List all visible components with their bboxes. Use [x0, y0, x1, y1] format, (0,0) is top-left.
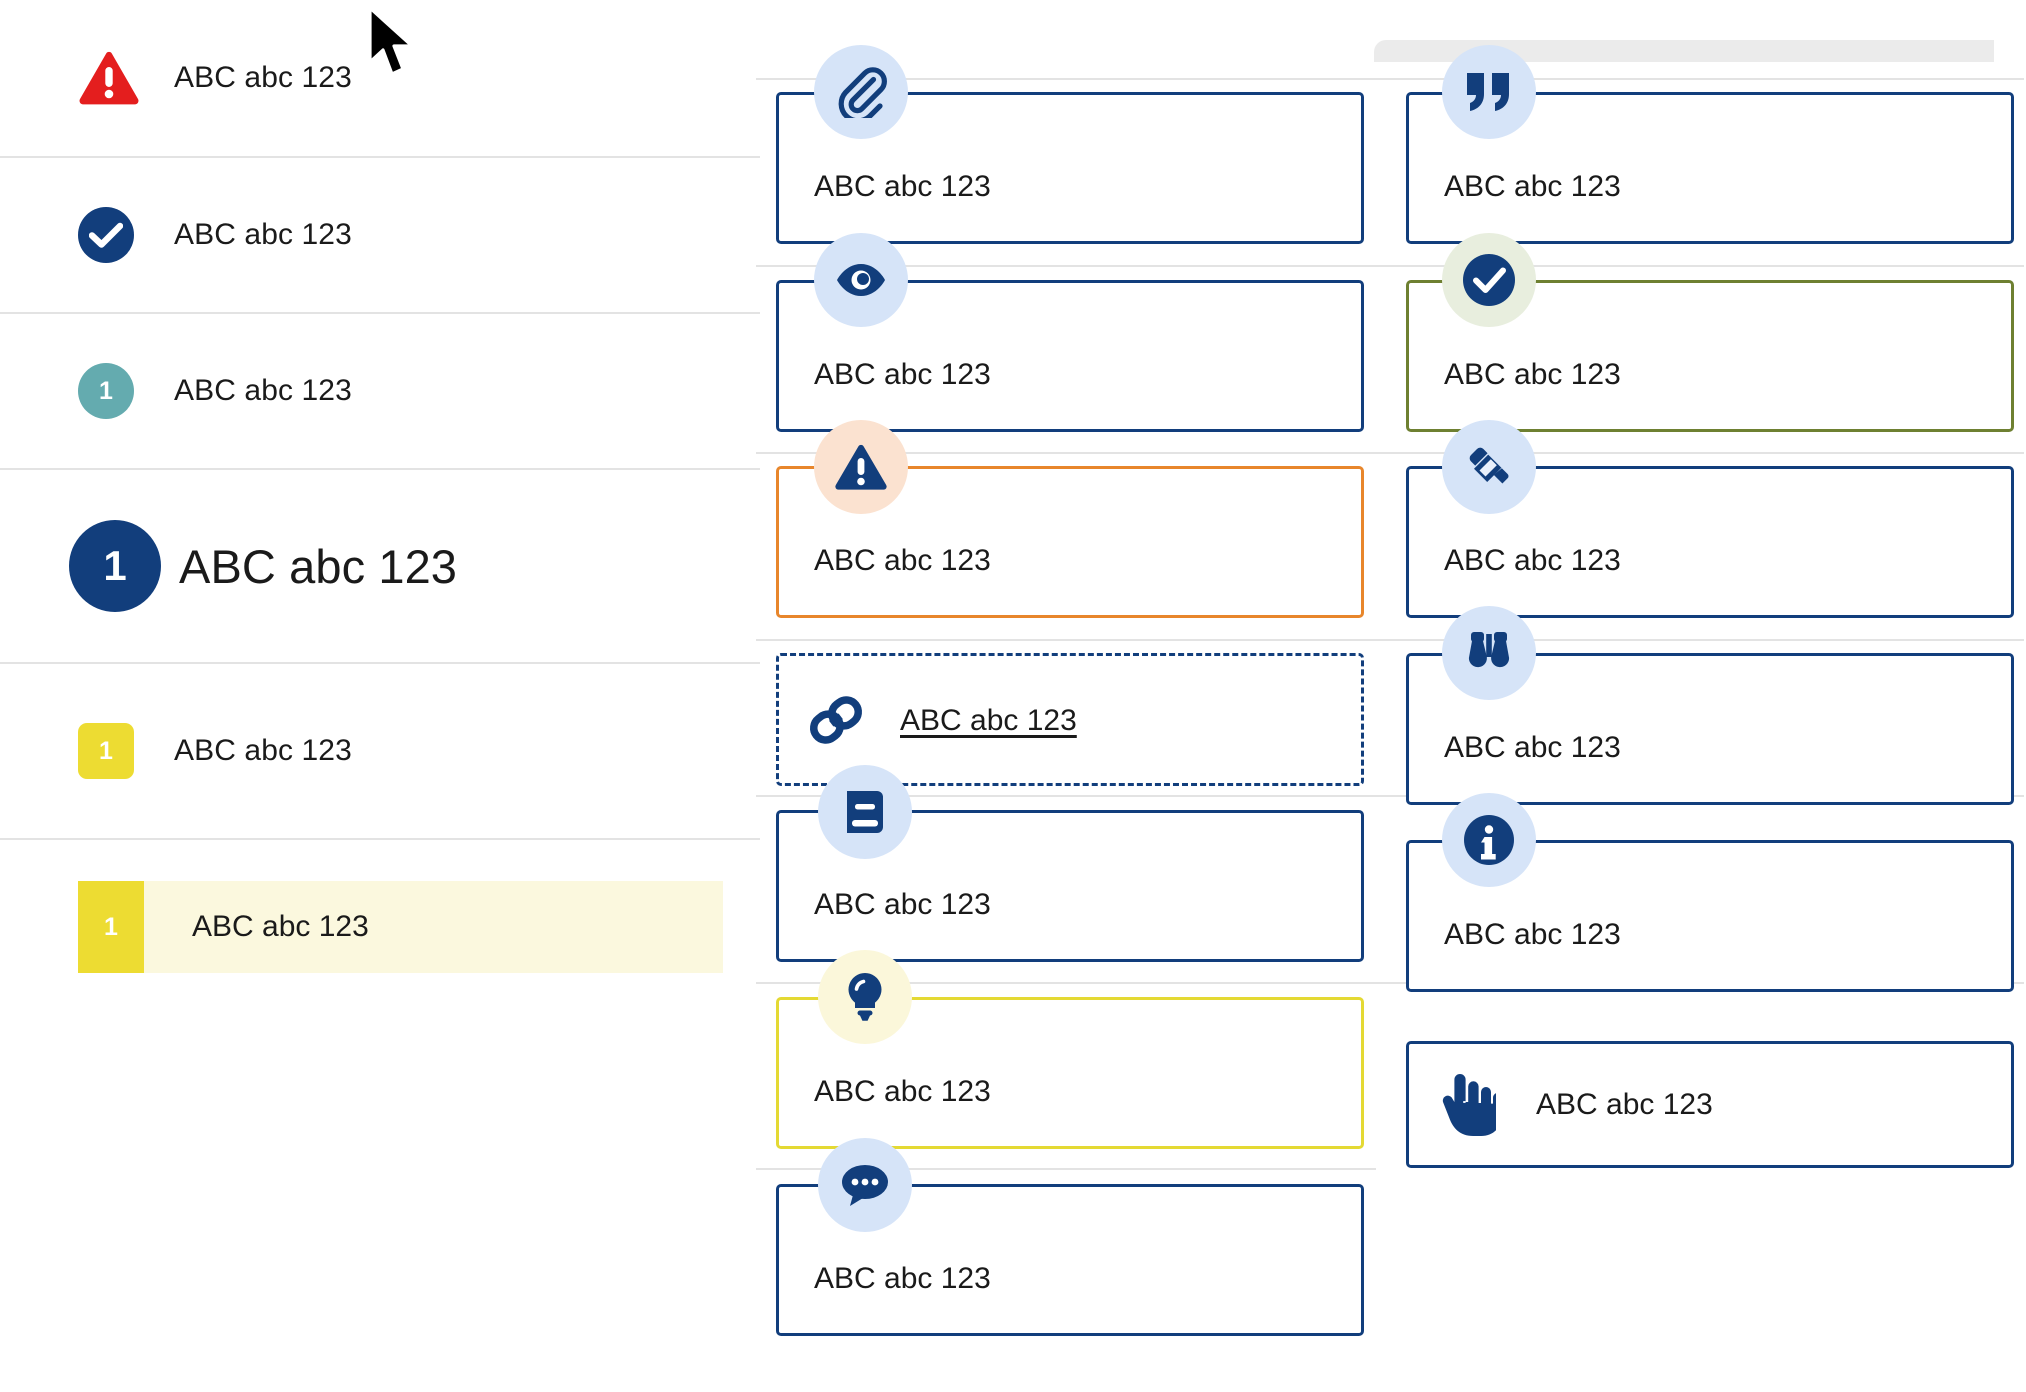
- sidebar-item-label: ABC abc 123: [174, 734, 352, 767]
- number-square-badge: 1: [78, 723, 134, 779]
- sidebar-item-step-primary[interactable]: 1 ABC abc 123: [0, 468, 760, 662]
- card-label: ABC abc 123: [1444, 358, 1621, 391]
- eye-icon: [837, 264, 885, 296]
- sidebar-badge-wrap: 1: [78, 363, 174, 419]
- card-link[interactable]: [776, 653, 1364, 786]
- divider: [756, 452, 2024, 454]
- divider: [756, 1168, 1376, 1170]
- comment-icon: [842, 1165, 888, 1206]
- card-label: ABC abc 123: [814, 888, 991, 921]
- divider: [756, 639, 2024, 641]
- number-circle-badge-large: 1: [69, 520, 161, 612]
- sidebar-badge-wrap: 1: [69, 520, 165, 612]
- card-label: ABC abc 123: [1444, 544, 1621, 577]
- badge-number: 1: [104, 912, 118, 941]
- sidebar-item-step-yellow[interactable]: 1 ABC abc 123: [0, 662, 760, 838]
- sidebar-badge-wrap: 1: [78, 723, 174, 779]
- badge-number: 1: [99, 376, 113, 405]
- lightbulb-icon: [848, 973, 882, 1021]
- paperclip-icon: [838, 67, 887, 118]
- quote-icon: [1467, 73, 1509, 111]
- sidebar-item-selected[interactable]: 1 ABC abc 123: [0, 838, 760, 1014]
- divider: [756, 265, 2024, 267]
- book-medallion: [818, 765, 912, 859]
- book-icon: [847, 791, 883, 833]
- info-medallion: [1442, 793, 1536, 887]
- eye-medallion: [814, 233, 908, 327]
- sidebar: ABC abc 123 ABC abc 123 1 ABC abc 123: [0, 0, 760, 1392]
- pencil-medallion: [1442, 420, 1536, 514]
- info-icon: [1464, 815, 1514, 865]
- sidebar-item-label: ABC abc 123: [192, 910, 369, 943]
- card-label: ABC abc 123: [1444, 731, 1621, 764]
- sidebar-item-check[interactable]: ABC abc 123: [0, 156, 760, 312]
- warning-medallion: [814, 420, 908, 514]
- check-medallion: [1442, 233, 1536, 327]
- card-action[interactable]: [1406, 1041, 2014, 1168]
- number-block-badge: 1: [78, 881, 144, 973]
- sidebar-item-label: ABC abc 123: [174, 374, 352, 407]
- warning-icon: [835, 444, 887, 490]
- card-label: ABC abc 123: [814, 358, 991, 391]
- paperclip-medallion: [814, 45, 908, 139]
- card-label: ABC abc 123: [1444, 918, 1621, 951]
- check-icon: [1463, 254, 1515, 306]
- check-circle-icon: [78, 207, 134, 263]
- card-label: ABC abc 123: [1536, 1088, 1713, 1121]
- quote-medallion: [1442, 45, 1536, 139]
- card-tip[interactable]: [776, 997, 1364, 1149]
- sidebar-item-label-large: ABC abc 123: [179, 539, 458, 593]
- badge-number: 1: [103, 542, 127, 589]
- sidebar-badge-wrap: [78, 50, 174, 106]
- pencil-icon: [1469, 447, 1509, 484]
- divider: [756, 78, 2024, 80]
- sidebar-badge-wrap: [78, 207, 174, 263]
- comment-medallion: [818, 1138, 912, 1232]
- selected-item-surface: 1 ABC abc 123: [78, 881, 723, 973]
- pointing-hand-icon-wrap: [1434, 1070, 1500, 1140]
- sidebar-item-label: ABC abc 123: [174, 218, 352, 251]
- binoculars-icon: [1468, 632, 1510, 668]
- lightbulb-medallion: [818, 950, 912, 1044]
- card-label: ABC abc 123: [814, 1075, 991, 1108]
- warning-triangle-icon: [78, 50, 140, 106]
- divider: [756, 795, 2024, 797]
- card-label: ABC abc 123: [814, 170, 991, 203]
- link-icon: [810, 696, 862, 744]
- card-label: ABC abc 123: [1444, 170, 1621, 203]
- card-label: ABC abc 123: [814, 544, 991, 577]
- card-label: ABC abc 123: [814, 1262, 991, 1295]
- mouse-cursor: [366, 6, 422, 87]
- sidebar-item-step-teal[interactable]: 1 ABC abc 123: [0, 312, 760, 468]
- sidebar-item-warning[interactable]: ABC abc 123: [0, 0, 760, 156]
- number-circle-badge: 1: [78, 363, 134, 419]
- divider: [756, 982, 2024, 984]
- link-icon-wrap: [806, 692, 866, 748]
- sidebar-item-label: ABC abc 123: [174, 61, 352, 94]
- badge-number: 1: [99, 736, 113, 765]
- binoculars-medallion: [1442, 606, 1536, 700]
- cards-area: ABC abc 123 ABC abc 123 ABC: [756, 0, 2026, 1392]
- card-link-label[interactable]: ABC abc 123: [900, 704, 1077, 737]
- pointing-hand-icon: [1442, 1074, 1496, 1136]
